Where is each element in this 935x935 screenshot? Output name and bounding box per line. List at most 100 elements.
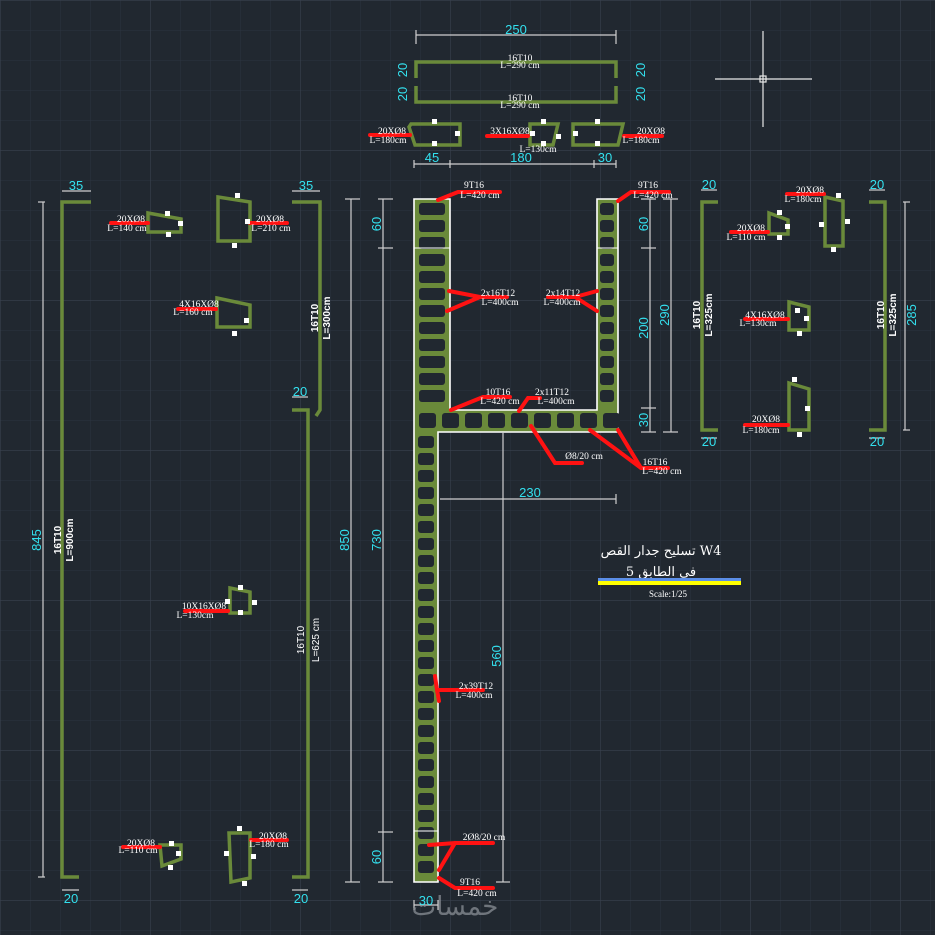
title-underline-yellow <box>598 581 741 585</box>
left-long-bar[interactable] <box>60 200 91 879</box>
hook-dim: 20 <box>633 63 648 77</box>
right-bar-a[interactable] <box>700 200 718 432</box>
wall-cell <box>418 436 434 448</box>
stirrup-length: L=130cm <box>176 611 214 621</box>
label-length: L=400cm <box>481 298 519 308</box>
left-lower-bar[interactable] <box>292 408 310 879</box>
scale-label: Scale:1/25 <box>649 589 687 599</box>
stirrup-count: 20XØ8 <box>117 215 145 225</box>
wall-cell <box>419 413 436 428</box>
label-length: L=420 cm <box>480 397 520 407</box>
label-length: L=420 cm <box>457 889 497 899</box>
wall-cell <box>600 220 614 232</box>
stirrup-length: L=110 cm <box>726 233 766 243</box>
right-stirrups-group: 20XØ8 L=180cm 20XØ8 L=110 cm 4X16XØ8 L=1… <box>726 186 850 437</box>
title-line-2: في الطابق 5 <box>626 565 696 580</box>
wall-cell <box>600 305 614 317</box>
left-stirrups-group: 20XØ8 L=140 cm 20XØ8 L=210 cm 4X16XØ8 L=… <box>107 193 291 886</box>
dim-200: 200 <box>636 317 651 339</box>
wall-cell <box>600 271 614 283</box>
stirrup-shape[interactable] <box>146 210 183 234</box>
wall-section <box>413 198 620 883</box>
label-stirrup-spacing: Ø8/20 cm <box>565 452 603 462</box>
hook-dim: 20 <box>702 434 716 449</box>
hook-dim: 20 <box>294 891 308 906</box>
stirrup-count: 3X16XØ8 <box>490 127 530 137</box>
wall-cell <box>418 725 434 737</box>
stirrup-length: L=180 cm <box>249 840 289 850</box>
stirrup-count: 20XØ8 <box>259 832 287 842</box>
hook-dim: 20 <box>633 87 648 101</box>
wall-cell <box>418 810 434 822</box>
stirrup-shape[interactable] <box>787 380 811 432</box>
top-bar-2[interactable] <box>414 86 618 104</box>
label-length: L=420 cm <box>642 467 682 477</box>
hook-dim: 20 <box>870 177 884 192</box>
hook-dim: 20 <box>702 177 716 192</box>
dim-45: 45 <box>425 150 439 165</box>
wall-cell <box>418 640 434 652</box>
dim-290: 290 <box>657 304 672 326</box>
dim-30: 30 <box>598 150 612 165</box>
wall-cell <box>511 413 528 428</box>
stirrup-shape[interactable] <box>407 122 462 147</box>
stirrup-shape[interactable] <box>216 194 252 243</box>
wall-cell <box>419 220 445 232</box>
top-bars-group: 250 16T10 L=290 cm 16T10 L=290 cm 20 20 … <box>395 22 648 111</box>
wall-cell <box>418 691 434 703</box>
bar-count: 16T10 <box>876 300 887 329</box>
stirrup-length: L=180cm <box>784 195 822 205</box>
label-stirrup-spacing: 2Ø8/20 cm <box>463 833 506 843</box>
wall-cell <box>418 708 434 720</box>
wall-cell <box>419 203 445 215</box>
top-bar-1[interactable] <box>414 60 618 78</box>
stirrup-shape[interactable] <box>767 210 790 236</box>
stirrup-shape[interactable] <box>571 122 626 147</box>
label-length: L=400cm <box>543 298 581 308</box>
stirrup-length: L=210 cm <box>251 224 291 234</box>
stirrup-length: L=140 cm <box>107 224 147 234</box>
stirrup-shape[interactable] <box>228 585 252 615</box>
wall-cell <box>419 271 445 283</box>
stirrup-shape[interactable] <box>823 194 845 248</box>
wall-cell <box>600 339 614 351</box>
label-count: 2x11T12 <box>535 388 569 398</box>
hook-dim: 20 <box>395 63 410 77</box>
wall-cell <box>418 776 434 788</box>
wall-cell <box>419 356 445 368</box>
wall-cell <box>603 413 620 428</box>
dim-230: 230 <box>519 485 541 500</box>
dim-250: 250 <box>505 22 527 37</box>
label-count: 2x14T12 <box>546 289 581 299</box>
wall-cell <box>600 237 614 249</box>
hook-dim: 20 <box>870 434 884 449</box>
wall-cell <box>418 606 434 618</box>
dim-730: 730 <box>369 529 384 551</box>
right-bar-b[interactable] <box>869 200 887 432</box>
stirrup-shape[interactable] <box>215 295 252 329</box>
wall-cell <box>600 390 614 402</box>
bar-count: 16T10 <box>310 303 321 332</box>
stirrup-length: L=110 cm <box>118 846 158 856</box>
dim-850: 850 <box>337 529 352 551</box>
wall-cell <box>418 861 434 873</box>
left-upper-bar[interactable] <box>292 200 322 417</box>
stirrup-count: 20XØ8 <box>127 839 155 849</box>
stirrup-length: L=180cm <box>742 426 780 436</box>
wall-cell <box>418 657 434 669</box>
stirrup-count: 20XØ8 <box>752 415 780 425</box>
top-bar-2-count: 16T10 <box>508 94 533 104</box>
dim-845: 845 <box>29 529 44 551</box>
section-dimensions: 850 60 730 60 60 200 30 290 230 560 30 <box>337 198 678 910</box>
wall-cell <box>419 373 445 385</box>
wall-cell <box>418 538 434 550</box>
stirrup-shape[interactable] <box>227 831 252 885</box>
stirrup-length: L=130cm <box>519 145 557 155</box>
stirrup-count: 20XØ8 <box>737 224 765 234</box>
stirrup-shape[interactable] <box>528 122 561 147</box>
wall-cell <box>419 339 445 351</box>
wall-cell <box>465 413 482 428</box>
